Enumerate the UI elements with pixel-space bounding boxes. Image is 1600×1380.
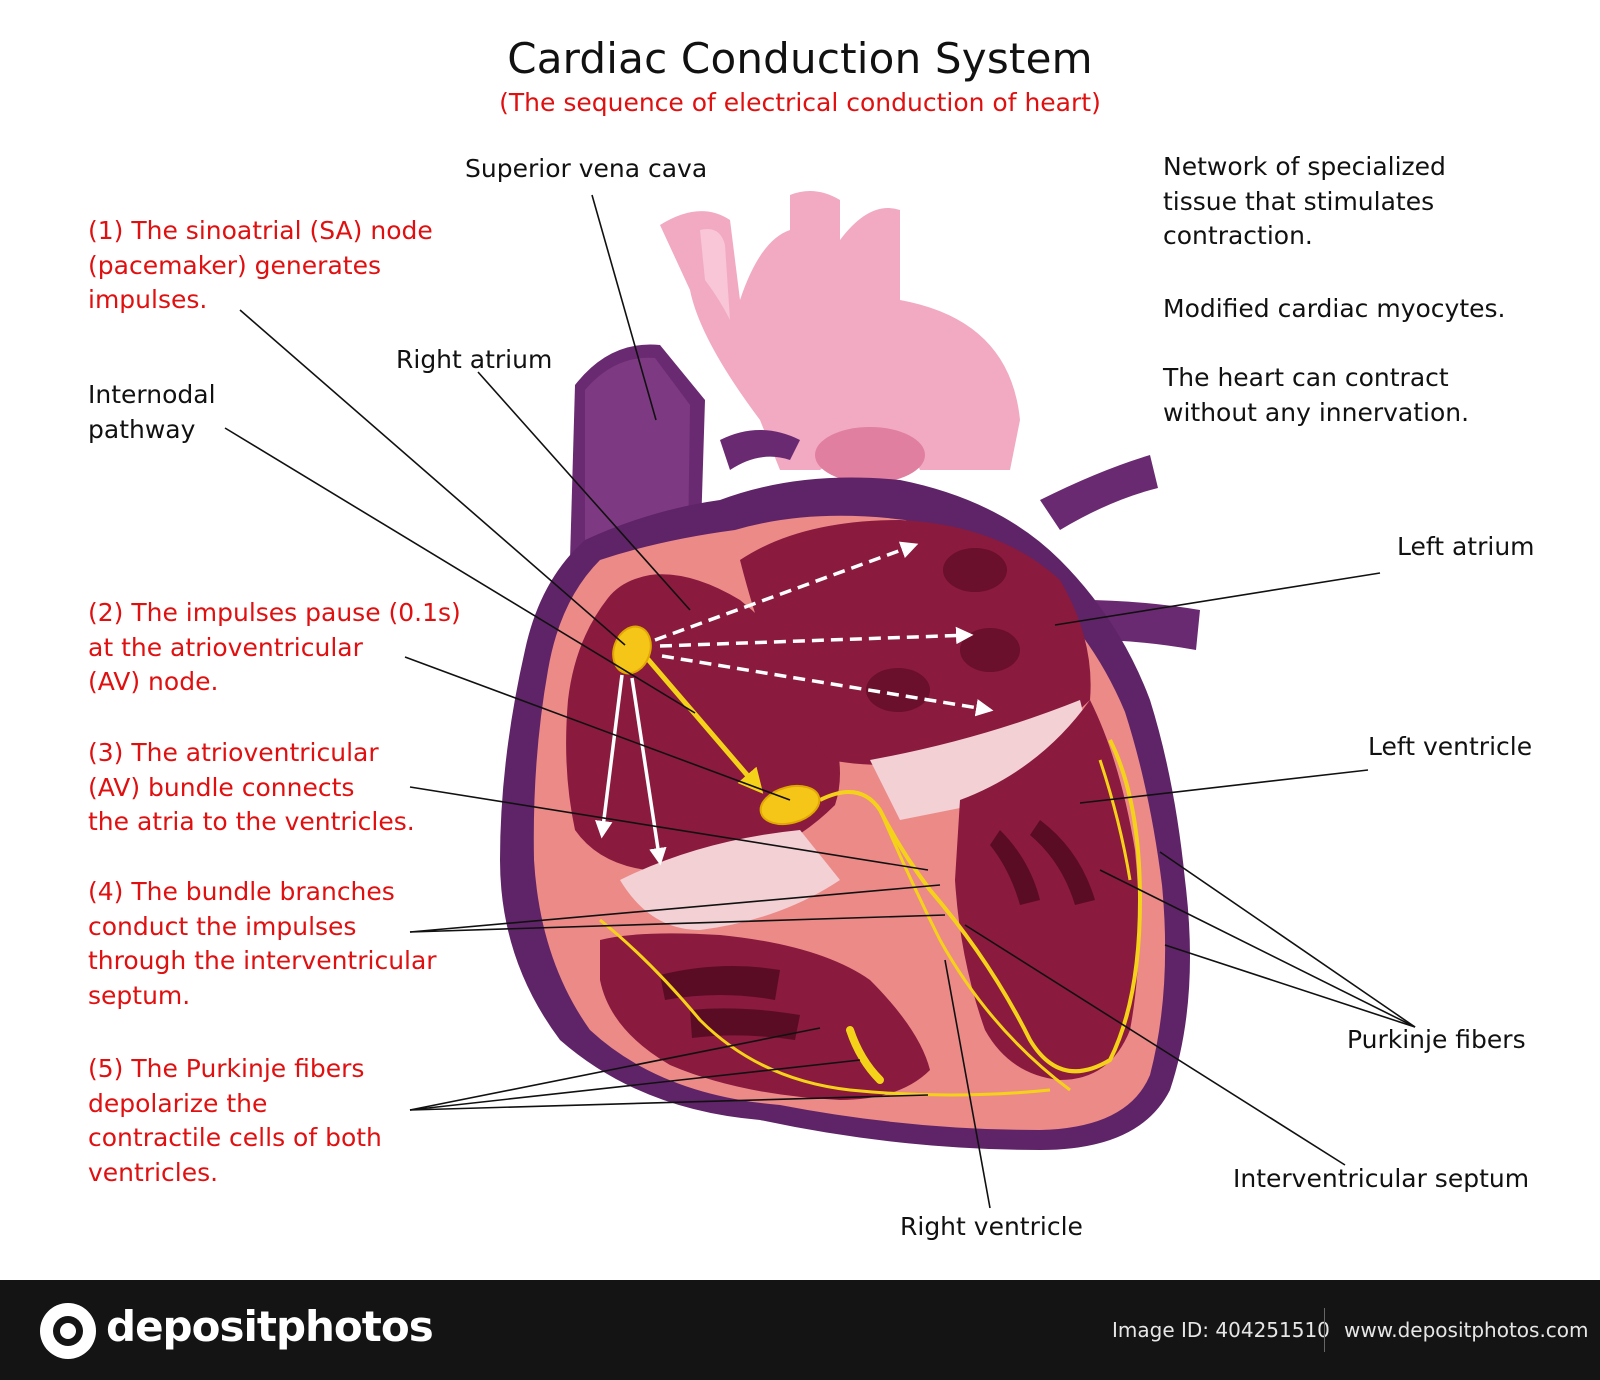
label-right-ventricle: Right ventricle bbox=[900, 1212, 1083, 1241]
step-4-bundle-branches: (4) The bundle branches conduct the impu… bbox=[88, 877, 437, 1010]
note-network-tissue: Network of specialized tissue that stimu… bbox=[1163, 152, 1446, 250]
label-right-atrium: Right atrium bbox=[396, 345, 553, 374]
step-3-av-bundle: (3) The atrioventricular (AV) bundle con… bbox=[88, 738, 415, 836]
note-modified-myocytes: Modified cardiac myocytes. bbox=[1163, 294, 1506, 323]
depositphotos-logo-icon bbox=[40, 1303, 96, 1359]
label-left-atrium: Left atrium bbox=[1397, 532, 1535, 561]
diagram-title: Cardiac Conduction System bbox=[507, 34, 1093, 83]
label-purkinje-fibers: Purkinje fibers bbox=[1347, 1025, 1526, 1054]
label-superior-vena-cava: Superior vena cava bbox=[465, 154, 708, 183]
sa-node bbox=[612, 625, 652, 675]
step-2-av-node: (2) The impulses pause (0.1s) at the atr… bbox=[88, 598, 461, 696]
left-atrium-chamber bbox=[740, 520, 1091, 765]
av-node bbox=[759, 784, 821, 826]
footer-brand: depositphotos bbox=[106, 1302, 434, 1351]
heart-illustration bbox=[224, 191, 1416, 1209]
footer-bar: depositphotos Image ID: 404251510 www.de… bbox=[0, 1280, 1600, 1380]
footer-image-id: Image ID: 404251510 bbox=[1112, 1318, 1330, 1342]
label-left-ventricle: Left ventricle bbox=[1368, 732, 1533, 761]
label-internodal-pathway: Internodal pathway bbox=[88, 380, 216, 444]
step-5-purkinje-fibers: (5) The Purkinje fibers depolarize the c… bbox=[88, 1054, 382, 1187]
footer-site-link[interactable]: www.depositphotos.com bbox=[1344, 1318, 1589, 1342]
aorta-vessel bbox=[660, 191, 1020, 470]
step-1-sa-node: (1) The sinoatrial (SA) node (pacemaker)… bbox=[88, 216, 433, 314]
label-interventricular-septum: Interventricular septum bbox=[1233, 1164, 1530, 1193]
footer-separator bbox=[1324, 1308, 1325, 1352]
note-contract-without-innervation: The heart can contract without any inner… bbox=[1163, 363, 1470, 427]
diagram-subtitle: (The sequence of electrical conduction o… bbox=[499, 88, 1101, 117]
